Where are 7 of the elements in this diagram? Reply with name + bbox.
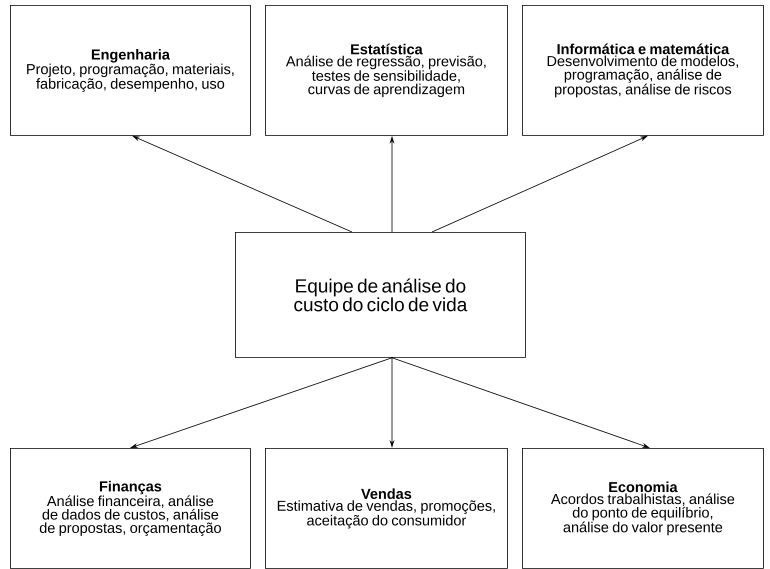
discipline-box: Vendas Estimativa de vendas, promoções, aceitação do consumidor (265, 448, 508, 569)
discipline-box: Finanças Análise financeira, análise de dados de custos, análise de propostas, orçamentação (10, 448, 251, 569)
discipline-box: Engenharia Projeto, programação, materiais, fabricação, desempenho, uso (10, 4, 251, 136)
discipline-box: Estatística Análise de regressão, previsão, testes de sensibilidade, curvas de aprendizagem (265, 4, 508, 136)
discipline-box: Informática e matemática Desenvolvimento de modelos, programação, análise de propostas, análise de riscos (522, 4, 764, 136)
team-box: Equipe de análise do custo do ciclo de vida (235, 232, 526, 358)
discipline-box: Economia Acordos trabalhistas, análise do ponto de equilíbrio, análise do valor presente (522, 448, 764, 569)
